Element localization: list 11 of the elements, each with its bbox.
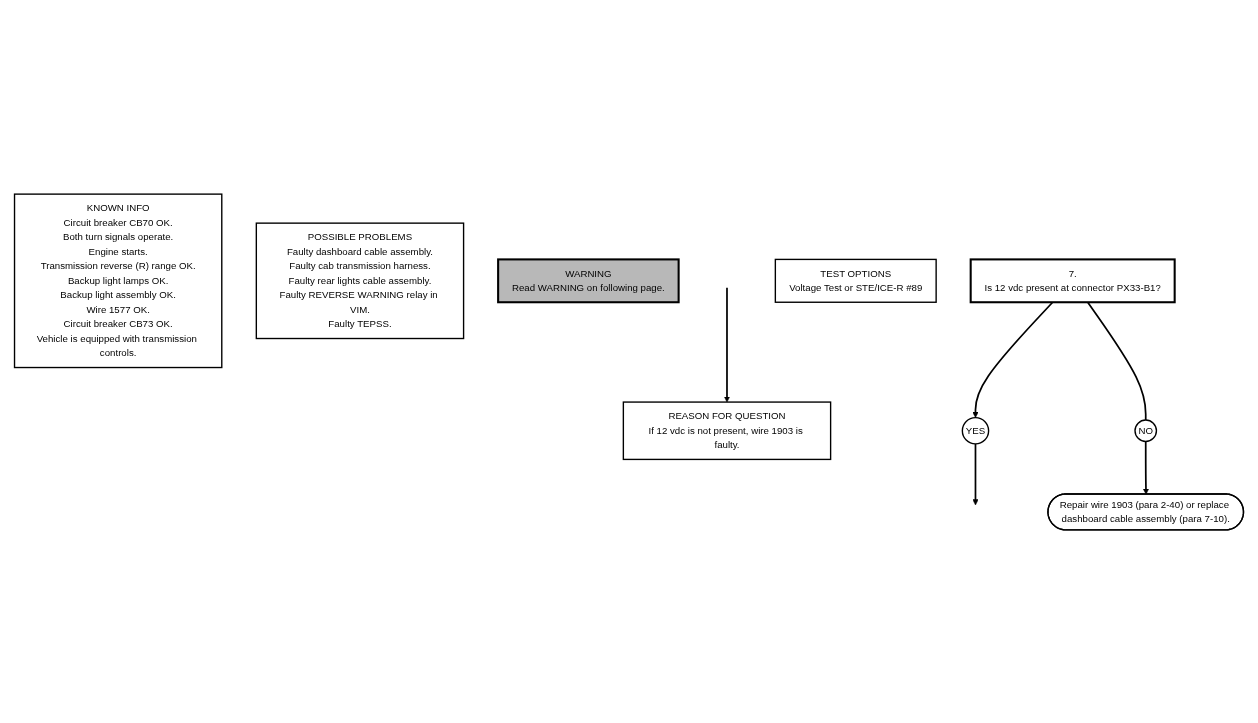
node-circle: NO	[1134, 418, 1158, 442]
arrow	[972, 442, 979, 505]
arrow	[723, 286, 731, 402]
node-box: REASON FOR QUESTION If 12 vdc is not present, wire 1903 is faulty.	[622, 400, 832, 460]
node-box: 7. Is 12 vdc present at connector PX33-B1?	[969, 257, 1176, 303]
node-circle: YES	[961, 416, 990, 445]
node-box: KNOWN INFO Circuit breaker CB70 OK. Both turn signals operate. Engine starts. Transmission reverse (R) range OK. Backup light lamps OK. Backup light assembly OK. Wire 1577 OK. Circuit breaker CB73 OK. Vehicle is equipped with transmission controls.	[13, 192, 223, 368]
node-box: TEST OPTIONS Voltage Test or STE/ICE-R #89	[774, 258, 937, 303]
arrow	[1142, 440, 1149, 495]
node-box: POSSIBLE PROBLEMS Faulty dashboard cable assembly. Faulty cab transmission harness. Faulty rear lights cable assembly. Faulty REVERSE WARNING relay in VIM. Faulty TEPSS.	[255, 221, 465, 339]
node-box: WARNING Read WARNING on following page.	[497, 257, 680, 303]
